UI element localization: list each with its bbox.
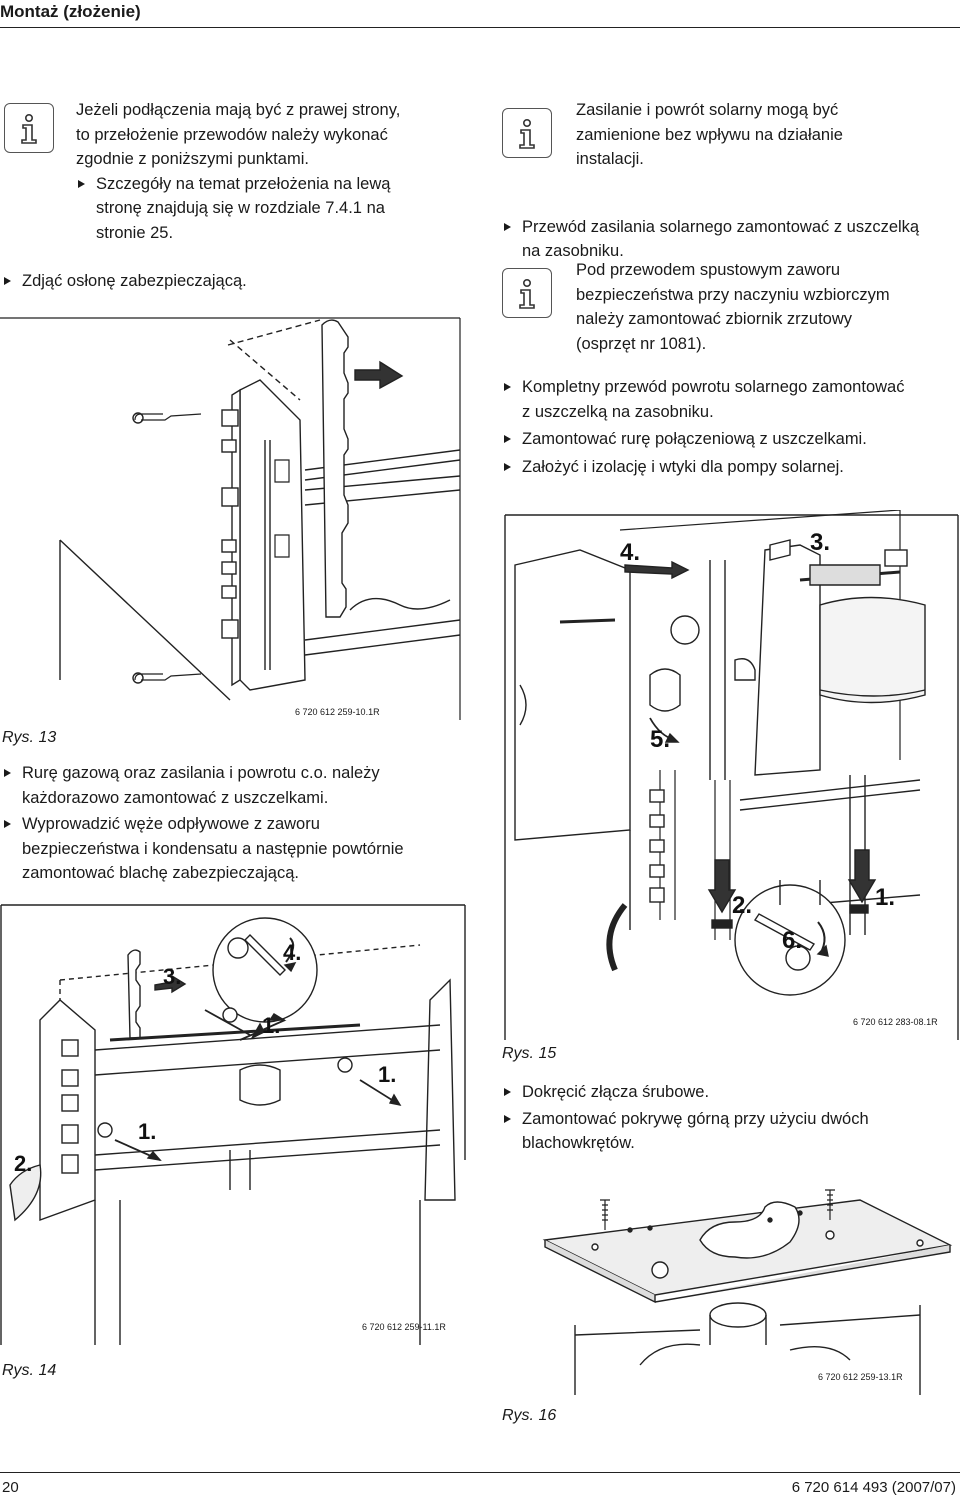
figure-15-code: 6 720 612 283-08.1R [853, 1017, 938, 1027]
figure-14: 3. 4. 1. 1. 1. 2. 6 720 612 259-11.1R [0, 900, 470, 1350]
callout-4: 4. [620, 539, 640, 566]
figure-15-caption: Rys. 15 [502, 1045, 557, 1062]
info-icon [502, 108, 552, 158]
document-number: 6 720 614 493 (2007/07) [791, 1479, 956, 1496]
bullets-final: Dokręcić złącza śrubowe. Zamontować pokr… [502, 1080, 958, 1156]
callout-1: 1. [262, 1013, 280, 1038]
note-drain-tank: Pod przewodem spustowym zaworu bezpiecze… [576, 261, 890, 353]
callout-1: 1. [875, 884, 895, 911]
bullets-after-fig13: Rurę gazową oraz zasilania i powrotu c.o… [2, 761, 472, 886]
figure-15-drawing [504, 509, 959, 1040]
bullet-drain-hoses: Wyprowadzić węże odpływowe z zaworu bezp… [2, 812, 472, 886]
bullet-details: Szczegóły na temat przełożenia na lewą s… [76, 172, 476, 246]
bullets-solar-return: Kompletny przewód powrotu solarnego zamo… [502, 375, 958, 479]
footer-rule [0, 1472, 960, 1473]
bullet-insulation: Założyć i izolację i wtyki dla pompy sol… [502, 455, 958, 480]
figure-16-code: 6 720 612 259-13.1R [818, 1372, 903, 1382]
bullet-connection-pipe: Zamontować rurę połączeniową z uszczelka… [502, 427, 958, 452]
figure-13-code: 6 720 612 259-10.1R [295, 707, 380, 717]
callout-3: 3. [163, 964, 181, 989]
figure-14-drawing [0, 904, 466, 1345]
figure-15: 4. 3. 5. 2. 1. 6. 6 720 612 283-08.1R [500, 509, 960, 1045]
bullet-return-pipe: Kompletny przewód powrotu solarnego zamo… [502, 375, 958, 424]
figure-14-labels: 3. 4. 1. 1. 1. 2. [14, 940, 396, 1176]
info-icon [502, 268, 552, 318]
bullet-remove-cover: Zdjąć osłonę zabezpieczającą. [2, 269, 960, 294]
figure-13-drawing [0, 317, 461, 720]
figure-13-caption: Rys. 13 [2, 729, 57, 746]
figure-14-code: 6 720 612 259-11.1R [362, 1322, 446, 1332]
info-icon [4, 103, 54, 153]
note-line: to przełożenie przewodów należy wykonać [76, 125, 388, 144]
callout-6: 6. [782, 927, 802, 954]
figure-13: 6 720 612 259-10.1R [0, 300, 470, 725]
callout-1: 1. [138, 1119, 156, 1144]
note-line: Jeżeli podłączenia mają być z prawej str… [76, 101, 401, 119]
page-number: 20 [2, 1479, 19, 1496]
note-line: zgodnie z poniższymi punktami. [76, 150, 309, 168]
bullet-top-cover: Zamontować pokrywę górną przy użyciu dwó… [502, 1107, 958, 1156]
note-right-connections: Jeżeli podłączenia mają być z prawej str… [76, 98, 476, 245]
section-title: Montaż (złożenie) [0, 2, 141, 21]
callout-4: 4. [283, 940, 301, 965]
figure-16: 6 720 612 259-13.1R [500, 1185, 960, 1400]
bullet-solar-supply: Przewód zasilania solarnego zamontować z… [502, 215, 960, 264]
callout-2: 2. [732, 892, 752, 919]
callout-3: 3. [810, 529, 830, 556]
bullet-tighten: Dokręcić złącza śrubowe. [502, 1080, 958, 1105]
callout-5: 5. [650, 726, 670, 753]
callout-1: 1. [378, 1062, 396, 1087]
note-solar-interchange: Zasilanie i powrót solarny mogą być zami… [576, 101, 843, 168]
figure-16-drawing [542, 1189, 953, 1395]
callout-2: 2. [14, 1151, 32, 1176]
figure-15-labels: 4. 3. 5. 2. 1. 6. [620, 529, 895, 954]
figure-16-caption: Rys. 16 [502, 1407, 557, 1424]
bullet-gas-pipe: Rurę gazową oraz zasilania i powrotu c.o… [2, 761, 472, 810]
figure-14-caption: Rys. 14 [2, 1362, 57, 1379]
header-rule [0, 27, 960, 28]
